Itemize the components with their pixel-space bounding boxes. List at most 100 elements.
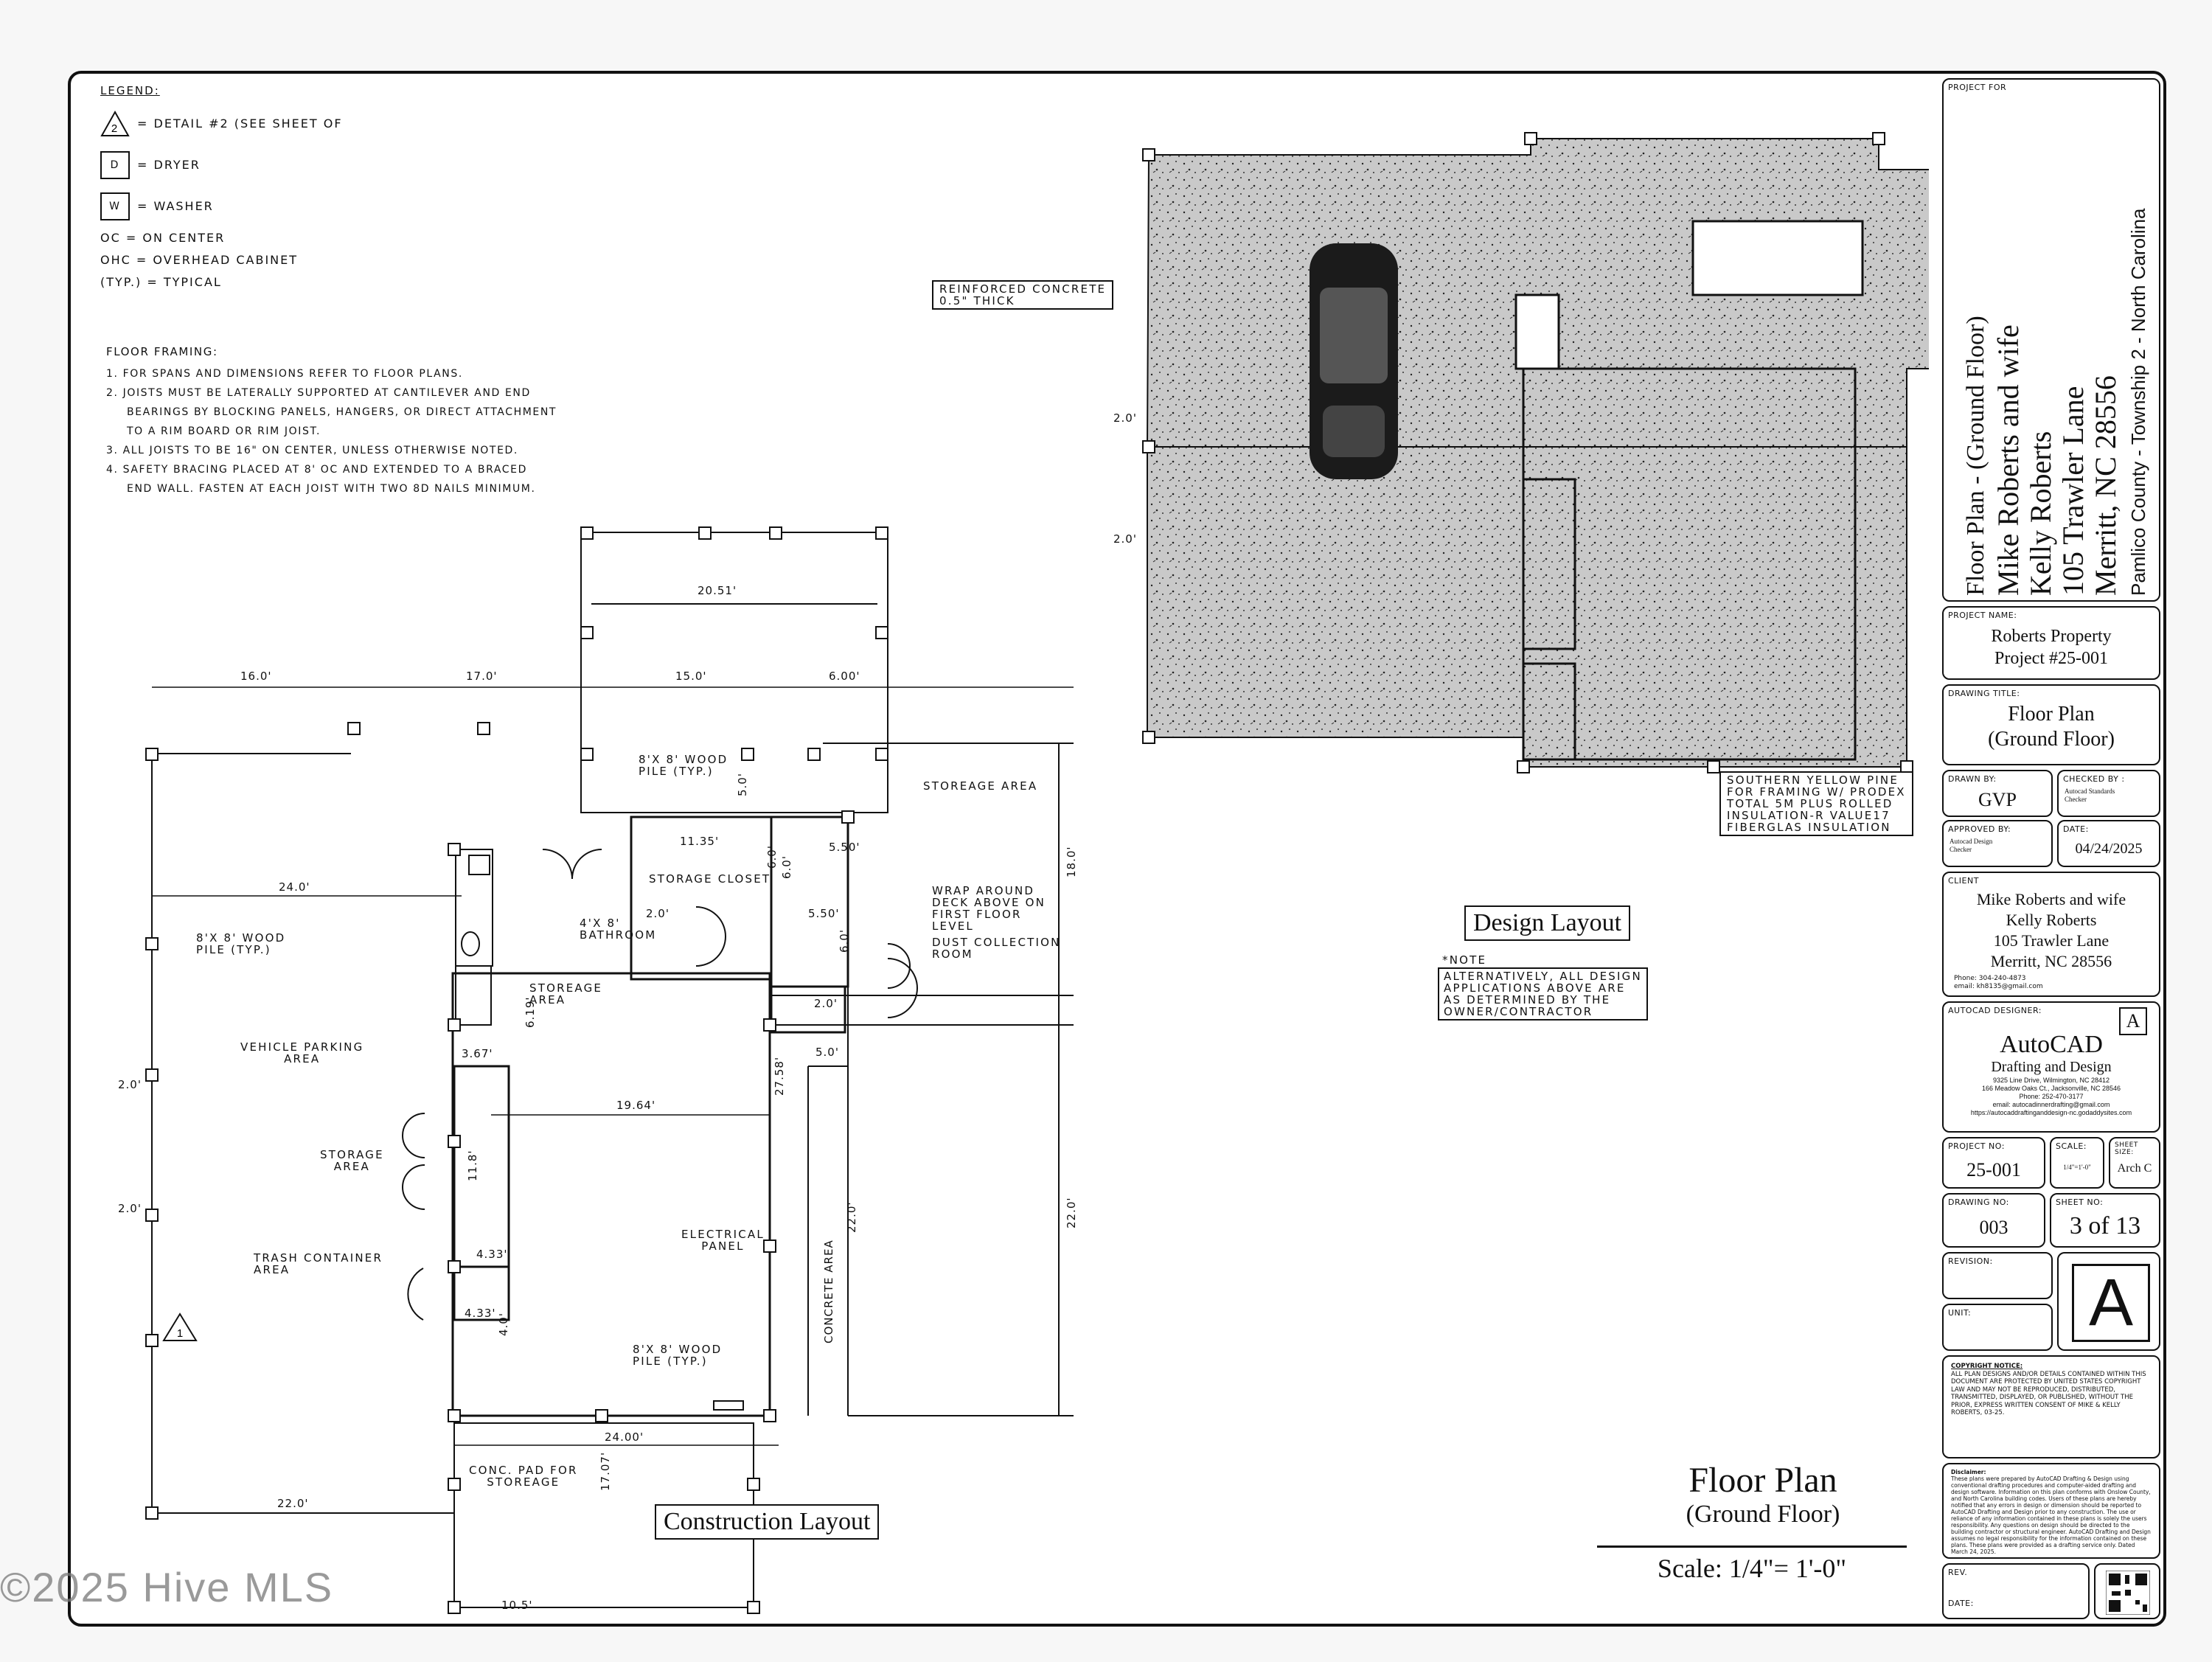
dim: 27.58'	[773, 1056, 786, 1096]
legend-title: LEGEND:	[100, 84, 160, 97]
dim: 2.0'	[118, 1202, 142, 1215]
floor-framing-title: FLOOR FRAMING:	[106, 345, 218, 358]
copyright-cell: COPYRIGHT NOTICE: ALL PLAN DESIGNS AND/O…	[1942, 1355, 2160, 1458]
label-bathroom: 4'X 8' BATHROOM	[580, 917, 657, 942]
legend-text: (TYP.) = TYPICAL	[100, 275, 222, 289]
sheet-title: Floor Plan (Ground Floor)	[1656, 1460, 1870, 1529]
dim: 20.51'	[698, 584, 737, 597]
label-southern-pine: SOUTHERN YELLOW PINE FOR FRAMING W/ PROD…	[1719, 771, 1913, 836]
label-pile-top: 8'X 8' WOOD PILE (TYP.)	[639, 753, 728, 778]
qr-code-icon	[2106, 1571, 2150, 1615]
legend-text: = WASHER	[137, 199, 214, 213]
construction-layout-title: Construction Layout	[655, 1504, 880, 1540]
dim: 6.00'	[829, 670, 860, 683]
label-dust-room: DUST COLLECTION ROOM	[932, 936, 1061, 961]
legend-text: OHC = OVERHEAD CABINET	[100, 253, 299, 267]
dim: 17.0'	[466, 670, 498, 683]
size-mark-cell: A	[2057, 1252, 2160, 1351]
dim: 24.00'	[605, 1430, 644, 1444]
washer-icon: W	[100, 192, 130, 220]
dim: 4.0'	[497, 1312, 510, 1336]
designer-logo-icon: A	[2119, 1007, 2147, 1035]
legend: LEGEND: 2 = DETAIL #2 (SEE SHEET OF D = …	[100, 86, 343, 288]
disclaimer-cell: Disclaimer: These plans were prepared by…	[1942, 1463, 2160, 1559]
sheet-title-main: Floor Plan	[1688, 1461, 1837, 1500]
drawn-by-cell: DRAWN BY: GVP	[1942, 770, 2053, 817]
legend-item-detail: 2 = DETAIL #2 (SEE SHEET OF	[100, 110, 343, 138]
note-line: 3. ALL JOISTS TO BE 16" ON CENTER, UNLES…	[106, 445, 518, 456]
label-storage-closet: STORAGE CLOSET	[649, 872, 771, 886]
unit-cell: UNIT:	[1942, 1304, 2053, 1351]
checked-by-cell: CHECKED BY : Autocad Standards Checker	[2057, 770, 2160, 817]
label-storeage-mid: STOREAGE AREA	[529, 981, 603, 1006]
design-layout-title: Design Layout	[1464, 905, 1631, 941]
dim: 2.0'	[1113, 532, 1137, 546]
label-storeage-area-top: STOREAGE AREA	[923, 779, 1038, 793]
sheet-no-cell: SHEET NO: 3 of 13	[2050, 1193, 2160, 1248]
dim: 2.0'	[118, 1078, 142, 1091]
project-for-label: PROJECT FOR	[1948, 83, 2007, 92]
label-electrical: ELECTRICAL PANEL	[681, 1228, 765, 1253]
drawing-sheet: LEGEND: 2 = DETAIL #2 (SEE SHEET OF D = …	[68, 71, 2166, 1627]
title-block: PROJECT FOR Floor Plan - (Ground Floor) …	[1942, 78, 2160, 1619]
note-line: 4. SAFETY BRACING PLACED AT 8' OC AND EX…	[106, 464, 527, 476]
scale-cell: SCALE: 1/4"=1'-0"	[2050, 1137, 2104, 1189]
drawing-title-cell: DRAWING TITLE: Floor Plan(Ground Floor)	[1942, 684, 2160, 765]
dim: 18.0'	[1065, 846, 1078, 877]
note-line: END WALL. FASTEN AT EACH JOIST WITH TWO …	[127, 483, 536, 495]
project-for-cell: PROJECT FOR Floor Plan - (Ground Floor) …	[1942, 78, 2160, 602]
dim: 22.0'	[1065, 1197, 1078, 1228]
designer-cell: AUTOCAD DESIGNER: A AutoCAD Drafting and…	[1942, 1001, 2160, 1133]
sheet-size-cell: SHEET SIZE: Arch C	[2109, 1137, 2160, 1189]
dim: 16.0'	[240, 670, 272, 683]
legend-text: = DRYER	[137, 158, 201, 172]
label-pile-left: 8'X 8' WOOD PILE (TYP.)	[196, 931, 286, 956]
qr-code-cell	[2094, 1563, 2160, 1619]
label-pile-bottom: 8'X 8' WOOD PILE (TYP.)	[633, 1343, 723, 1368]
design-plan	[1142, 132, 1929, 773]
sheet-title-sub: (Ground Floor)	[1686, 1501, 1840, 1528]
date-cell: DATE: 04/24/2025	[2057, 820, 2160, 867]
note-line: BEARINGS BY BLOCKING PANELS, HANGERS, OR…	[127, 406, 557, 418]
dim: 2.0'	[814, 997, 838, 1010]
note-line: 2. JOISTS MUST BE LATERALLY SUPPORTED AT…	[106, 387, 531, 399]
size-mark-icon: A	[2072, 1264, 2150, 1342]
dim: 4.33'	[476, 1248, 508, 1261]
car-icon	[1310, 243, 1398, 479]
dim: 6.0'	[780, 855, 793, 879]
dim: 19.64'	[616, 1099, 656, 1112]
dim: 24.0'	[279, 880, 310, 894]
note-line: TO A RIM BOARD OR RIM JOIST.	[127, 425, 321, 437]
dim: 2.0'	[646, 907, 669, 920]
label-concrete-area: CONCRETE AREA	[822, 1239, 835, 1343]
legend-text: = DETAIL #2 (SEE SHEET OF	[137, 117, 343, 131]
construction-plan: 1	[145, 526, 1074, 1614]
legend-text: OC = ON CENTER	[100, 231, 226, 245]
dim: 17.07'	[599, 1451, 612, 1491]
watermark: ©2025 Hive MLS	[0, 1564, 334, 1610]
note-line: 1. FOR SPANS AND DIMENSIONS REFER TO FLO…	[106, 368, 463, 380]
detail-marker-number: 1	[177, 1327, 183, 1340]
label-trash: TRASH CONTAINER AREA	[254, 1251, 383, 1276]
legend-item-washer: W = WASHER	[100, 192, 343, 220]
title-underline	[1597, 1545, 1907, 1548]
project-no-cell: PROJECT NO: 25-001	[1942, 1137, 2045, 1189]
label-storage-area-left: STORAGE AREA	[320, 1148, 384, 1173]
dim: 2.0'	[1113, 411, 1137, 425]
dim: 6.0'	[838, 929, 851, 953]
svg-text:2: 2	[111, 122, 119, 135]
drawing-no-cell: DRAWING NO: 003	[1942, 1193, 2045, 1248]
legend-item-dryer: D = DRYER	[100, 151, 343, 179]
sheet-scale: Scale: 1/4"= 1'-0"	[1657, 1554, 1847, 1583]
detail-triangle-icon	[162, 1312, 198, 1341]
dim: 22.0'	[277, 1497, 309, 1510]
dim: 5.50'	[808, 907, 840, 920]
dim: 3.67'	[462, 1047, 493, 1060]
detail-triangle-icon: 2	[100, 110, 130, 138]
revision-cell: REVISION:	[1942, 1252, 2053, 1299]
dim: 5.0'	[815, 1046, 839, 1059]
project-for-lines: Floor Plan - (Ground Floor) Mike Roberts…	[1962, 208, 2149, 596]
dim: 5.50'	[829, 841, 860, 854]
label-conc-pad: CONC. PAD FOR STOREAGE	[469, 1464, 578, 1489]
